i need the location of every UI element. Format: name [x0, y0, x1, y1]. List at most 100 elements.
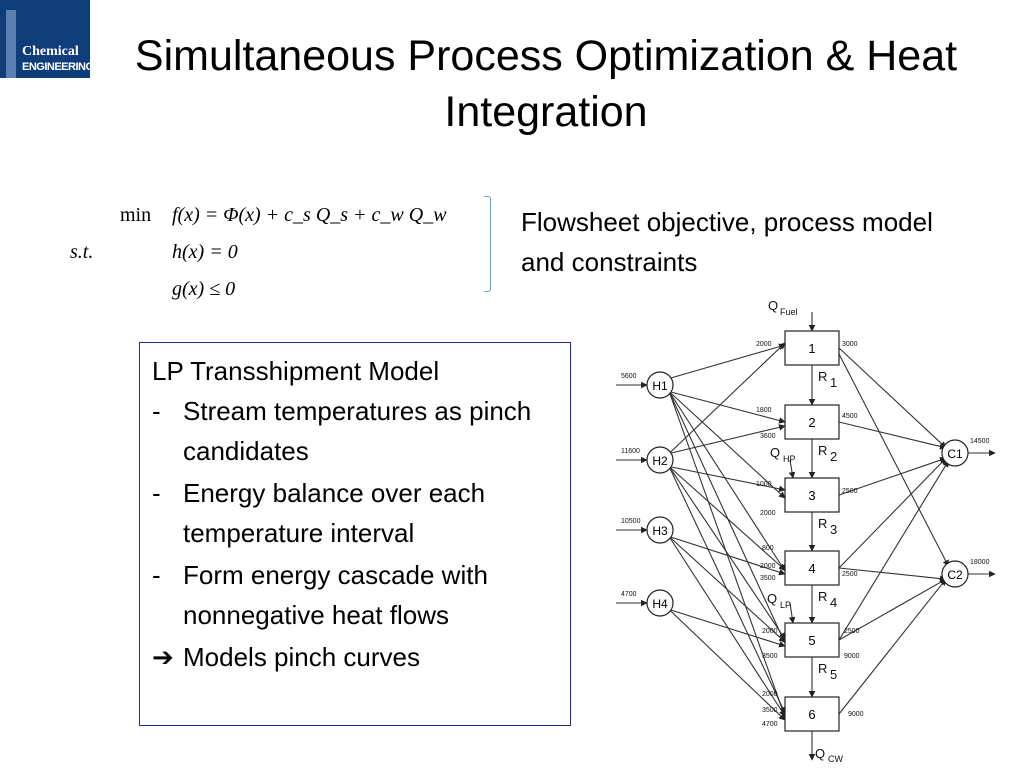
hot-to-interval-line — [668, 608, 786, 648]
heat-amount-label: 9000 — [848, 711, 864, 718]
utility-label: HP — [783, 454, 796, 464]
heat-amount-label: 4500 — [842, 413, 858, 420]
hot-stream-value: 11600 — [621, 448, 640, 455]
heat-amount-label: 1000 — [756, 481, 772, 488]
interval-box — [784, 550, 840, 586]
logo: Chemical ENGINEERING — [0, 0, 90, 78]
hot-stream-label: H2 — [652, 454, 668, 468]
hot-stream-node — [646, 589, 674, 617]
residual-label: R — [818, 516, 827, 531]
interval-to-cold-line — [838, 460, 949, 641]
hot-stream-value: 4700 — [621, 591, 637, 598]
interval-to-cold-line — [838, 457, 947, 569]
lp-box-item-text: Form energy cascade with nonnegative hea… — [183, 560, 488, 630]
hot-to-interval-line — [668, 536, 786, 717]
logo-pillar — [6, 10, 16, 78]
residual-label: 5 — [830, 667, 837, 682]
bullet-dash: - — [152, 396, 161, 426]
lp-box-heading: LP Transshipment Model — [152, 356, 440, 386]
interval-to-cold-line — [838, 578, 947, 715]
right-arrow-icon: ➔ — [152, 642, 174, 672]
heat-amount-label: 2000 — [762, 628, 778, 635]
interval-to-cold-line — [838, 347, 947, 449]
interval-label: 6 — [808, 707, 815, 722]
min-label: min — [120, 204, 152, 226]
interval-to-cold-line — [838, 578, 947, 641]
lp-transshipment-box: LP Transshipment Model - Stream temperat… — [139, 342, 571, 726]
heat-amount-label: 800 — [762, 545, 774, 552]
hot-stream-label: H1 — [652, 379, 668, 393]
heat-amount-label: 9000 — [844, 653, 860, 660]
interval-to-cold-line — [838, 353, 949, 567]
conclusion-text: Models pinch curves — [183, 642, 420, 672]
interval-label: 1 — [808, 341, 815, 356]
heat-amount-label: 2500 — [842, 571, 858, 578]
heat-amount-label: 2500 — [842, 488, 858, 495]
interval-box — [784, 622, 840, 658]
hot-to-interval-line — [668, 465, 786, 493]
heat-amount-label: 2000 — [756, 341, 772, 348]
utility-label: Q — [770, 445, 780, 460]
st-label: s.t. — [70, 241, 94, 263]
equality-constraint: h(x) = 0 — [172, 241, 238, 263]
interval-to-cold-line — [838, 421, 947, 450]
hot-stream-label: H3 — [652, 524, 668, 538]
hot-to-interval-line — [668, 342, 786, 454]
hot-to-interval-line — [668, 609, 786, 721]
utility-label: CW — [828, 754, 843, 764]
hot-stream-node — [646, 516, 674, 544]
cold-stream-node — [941, 560, 969, 588]
heat-amount-label: 1800 — [756, 407, 772, 414]
hot-to-interval-line — [668, 390, 786, 424]
heat-amount-label: 4700 — [762, 721, 778, 728]
cold-stream-value: 18000 — [970, 559, 990, 566]
interval-box — [784, 477, 840, 513]
interval-label: 4 — [808, 561, 815, 576]
residual-label: R — [818, 661, 827, 676]
utility-label: LP — [780, 600, 791, 610]
interval-label: 5 — [808, 633, 815, 648]
objective-function: f(x) = Φ(x) + c_s Q_s + c_w Q_w — [172, 204, 447, 226]
cold-stream-label: C2 — [947, 568, 963, 582]
hot-stream-node — [646, 371, 674, 399]
hot-to-interval-line — [668, 343, 786, 380]
interval-to-cold-line — [838, 457, 947, 496]
heat-amount-label: 3500 — [762, 653, 778, 660]
residual-label: R — [818, 369, 827, 384]
heat-amount-label: 2000 — [762, 691, 778, 698]
lp-arrow — [788, 602, 796, 624]
utility-label: Fuel — [780, 307, 798, 317]
residual-label: R — [818, 589, 827, 604]
heat-amount-label: 3500 — [760, 575, 776, 582]
hot-to-interval-line — [668, 391, 786, 644]
residual-label: 1 — [830, 375, 837, 390]
cold-stream-label: C1 — [947, 447, 963, 461]
hot-to-interval-line — [668, 466, 786, 571]
lp-box-item-text: Stream temperatures as pinch candidates — [183, 396, 532, 466]
bullet-dash: - — [152, 478, 161, 508]
slide-title: Simultaneous Process Optimization & Heat… — [134, 32, 958, 136]
interval-box — [784, 404, 840, 440]
hot-to-interval-line — [668, 535, 786, 576]
utility-label: Q — [767, 591, 777, 606]
heat-amount-label: 3600 — [760, 433, 776, 440]
formulation-bracket — [484, 196, 491, 292]
hp-arrow — [788, 459, 796, 479]
utility-label: Q — [815, 746, 825, 761]
hot-stream-label: H4 — [652, 597, 668, 611]
hot-to-interval-line — [668, 536, 786, 643]
residual-label: R — [818, 443, 827, 458]
utility-label: Q — [768, 298, 778, 313]
heat-amount-label: 2500 — [844, 628, 860, 635]
heat-amount-label: 2000 — [760, 563, 776, 570]
hot-stream-value: 5600 — [621, 373, 637, 380]
heat-amount-label: 2000 — [760, 510, 776, 517]
hot-to-interval-line — [668, 391, 786, 499]
residual-label: 4 — [830, 595, 837, 610]
heat-amount-label: 3000 — [842, 341, 858, 348]
logo-line-1: Chemical — [22, 44, 79, 59]
hot-to-interval-line — [668, 391, 786, 572]
lp-box-item-text: Energy balance over each temperature int… — [183, 478, 486, 548]
cold-stream-value: 14500 — [970, 438, 990, 445]
